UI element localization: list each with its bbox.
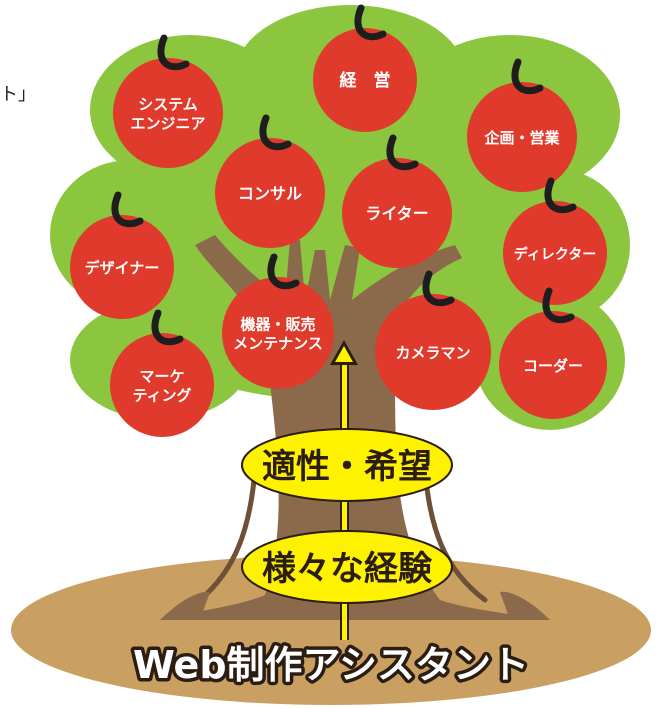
apple-management: 経 営 (313, 4, 417, 132)
base-label: Web制作アシスタント (133, 643, 529, 687)
apple-body (467, 82, 577, 192)
apple-stem-icon (111, 191, 144, 228)
apple-body (113, 58, 223, 168)
apple-body (375, 294, 491, 410)
apple-label: 経 営 (340, 70, 391, 91)
apple-label: メンテナンス (233, 334, 323, 352)
apple-director: ディレクター (503, 177, 607, 305)
aptitude-pill: 適性・希望 (241, 428, 453, 502)
apple-stem-icon (157, 34, 190, 71)
apple-body (222, 277, 334, 389)
apple-stem-icon (386, 134, 419, 171)
apple-label: デザイナー (85, 259, 160, 277)
apple-label: ティング (132, 386, 191, 404)
apple-label: ライター (365, 204, 428, 223)
apple-cameraman: カメラマン (375, 270, 491, 410)
apple-consultant: コンサル (215, 114, 325, 248)
apple-planning-sales: 企画・営業 (467, 58, 577, 192)
apple-label: システム (138, 96, 198, 114)
aptitude-label: 適性・希望 (262, 447, 432, 487)
apple-body (215, 138, 325, 248)
apple-label: エンジニア (130, 114, 205, 132)
experience-pill: 様々な経験 (241, 530, 453, 604)
apple-label: マーケ (139, 368, 184, 386)
apple-body (313, 28, 417, 132)
ground-ellipse (11, 555, 651, 705)
apple-label: カメラマン (395, 344, 470, 362)
apple-label: 企画・営業 (483, 129, 560, 147)
apple-writer: ライター (342, 134, 452, 268)
apple-designer: デザイナー (70, 191, 174, 319)
apple-body (70, 215, 174, 319)
tree-trunk (160, 235, 550, 620)
apple-stem-icon (259, 114, 292, 151)
apple-stem-icon (544, 177, 577, 214)
apple-coder: コーダー (499, 287, 607, 419)
apple-label: 機器・販売 (240, 316, 315, 334)
apple-stem-icon (422, 270, 455, 307)
experience-label: 様々な経験 (262, 549, 433, 589)
apple-stem-icon (511, 58, 544, 95)
apple-stem-icon (151, 309, 184, 346)
apple-body (110, 333, 214, 437)
apple-label: コーダー (523, 357, 583, 375)
apple-label: ディレクター (514, 246, 596, 263)
apple-stem-icon (542, 287, 575, 324)
clipped-fragment-text: ト」 (0, 84, 36, 105)
apple-stem-icon (267, 253, 300, 290)
apple-label: コンサル (238, 184, 302, 203)
apple-body (499, 311, 607, 419)
apple-body (342, 158, 452, 268)
apple-stem-icon (354, 4, 387, 41)
apple-body (503, 201, 607, 305)
